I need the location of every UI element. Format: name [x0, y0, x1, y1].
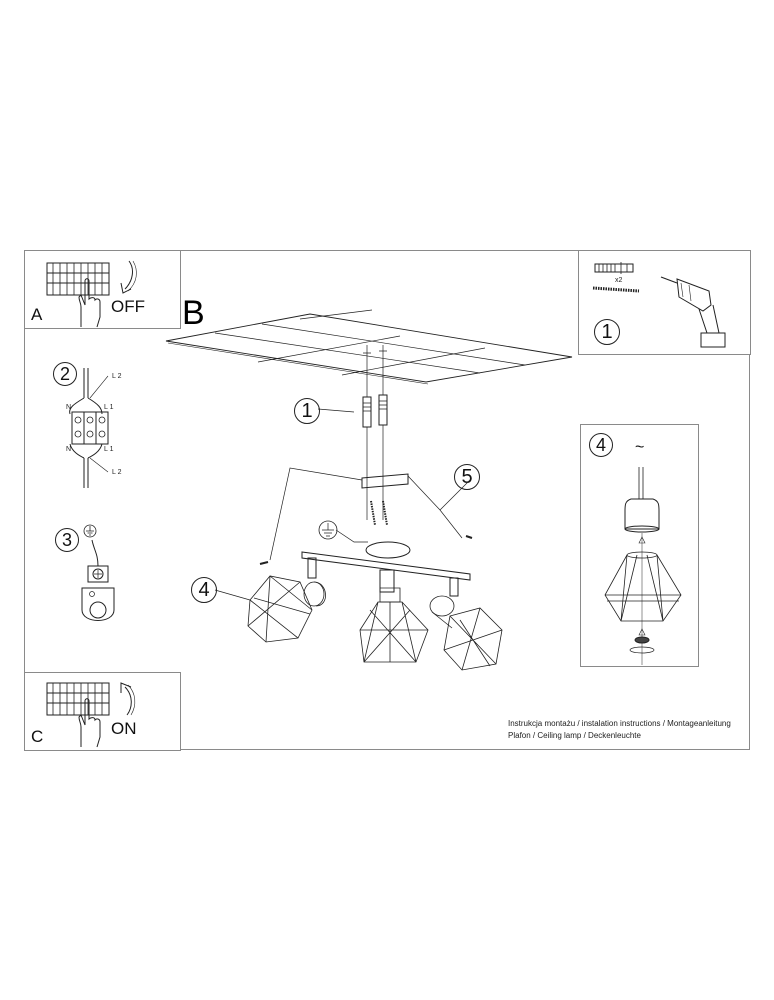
panel-tools: x2 1 — [578, 250, 751, 355]
callout-1-badge: 1 — [294, 398, 320, 424]
arrow-up-icon — [117, 681, 139, 717]
ground-symbol-icon — [83, 524, 97, 538]
step-1-badge: 1 — [594, 319, 620, 345]
arrow-down-icon — [117, 259, 139, 295]
panel-letter-a: A — [31, 305, 43, 324]
step-2-badge: 2 — [53, 362, 77, 386]
terminal-block-wiring-icon — [64, 368, 114, 488]
circuit-breaker-icon — [43, 261, 115, 297]
callout-1-leader — [318, 408, 358, 414]
off-caption: OFF — [111, 297, 145, 316]
footer-line-1: Instrukcja montażu / instalation instruc… — [508, 719, 731, 728]
step-3-badge: 3 — [55, 528, 79, 552]
wire-label-n-top: N — [66, 404, 72, 411]
panel-letter-c: C — [31, 727, 44, 746]
callout-5-badge: 5 — [454, 464, 480, 490]
ceiling-plane — [160, 310, 580, 390]
panel-a-power-off: A OFF — [24, 250, 181, 329]
socket-and-cage-icon — [581, 467, 700, 668]
step-4-badge: 4 — [589, 433, 613, 457]
panel-shade-detail: 4 ~ — [580, 424, 699, 667]
screw-icon — [591, 285, 641, 293]
on-caption: ON — [111, 719, 137, 738]
wire-label-l2-top: L 2 — [112, 373, 122, 380]
document-footer: Instrukcja montażu / instalation instruc… — [508, 718, 731, 742]
wire-label-n-bottom: N — [66, 446, 72, 453]
wire-label-l1-bottom: L 1 — [104, 446, 114, 453]
circuit-breaker-icon — [43, 681, 115, 717]
callout-4-badge: 4 — [191, 577, 217, 603]
drill-icon — [659, 271, 733, 347]
hand-pointer-icon — [75, 697, 105, 747]
panel-letter-b: B — [182, 294, 205, 332]
ac-symbol: ~ — [635, 439, 645, 456]
sheet-frame — [24, 250, 750, 750]
ground-terminal-icon — [78, 540, 118, 630]
hand-pointer-icon — [75, 277, 105, 327]
quantity-label: x2 — [615, 277, 623, 284]
wire-label-l2-bottom: L 2 — [112, 469, 122, 476]
panel-c-power-on: C ON — [24, 672, 181, 751]
wall-plug-icon — [593, 262, 635, 274]
footer-line-2: Plafon / Ceiling lamp / Deckenleuchte — [508, 731, 641, 740]
wire-label-l1-top: L 1 — [104, 404, 114, 411]
wall-plugs-and-screws — [355, 345, 405, 545]
lamp-assembly — [240, 470, 500, 670]
